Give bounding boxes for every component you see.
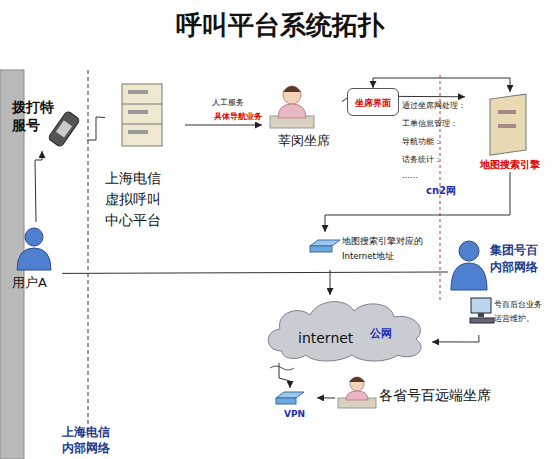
annotation-label: 上海电信 内部网络 xyxy=(62,424,120,456)
annotation-label: 具体导航业务 xyxy=(214,111,284,122)
connector xyxy=(35,151,42,222)
cloud-outline xyxy=(268,302,421,361)
annotation-label: 通过坐席网处理： xyxy=(402,100,472,111)
node-text: 地图搜索引擎对应的 Internet地址 xyxy=(342,234,420,264)
switch-icon xyxy=(310,240,340,252)
node-text: 莘闵坐席 xyxy=(278,132,342,149)
node-text: 集团号百 内部网络 xyxy=(490,242,548,276)
agent-icon xyxy=(270,86,314,128)
node-text: 公网 xyxy=(370,327,410,341)
vpn-node: VPN xyxy=(272,388,317,422)
computer-node: 号百后台业务 运营维护。 xyxy=(468,295,558,335)
platform-node: 上海电信 虚拟呼叫 中心平台 xyxy=(105,80,185,230)
diagram-title: 呼叫平台系统拓扑 xyxy=(0,8,560,43)
annotation-label: 话务统计： xyxy=(402,154,472,165)
node-text: internet xyxy=(298,329,368,347)
wave-mark xyxy=(270,366,294,370)
person-icon xyxy=(451,241,487,290)
connector xyxy=(62,272,448,273)
connector xyxy=(432,335,479,342)
user-node: 用户A xyxy=(10,222,62,294)
connector xyxy=(185,125,262,126)
annotation-label: 工单信息管理： xyxy=(402,118,472,129)
agent-node: 莘闵坐席 xyxy=(262,80,342,152)
node-text: 坐席界面 xyxy=(348,97,398,109)
cloud-shape xyxy=(262,295,432,363)
node-text: 地图搜索引擎 xyxy=(465,158,555,171)
node-text: 上海电信 虚拟呼叫 中心平台 xyxy=(105,168,167,231)
group-network-node: 集团号百 内部网络 xyxy=(448,238,553,293)
node-text: 用户A xyxy=(12,274,62,291)
switch-icon xyxy=(276,392,304,404)
switch-node: 地图搜索引擎对应的 Internet地址 xyxy=(308,232,418,270)
connector xyxy=(325,172,510,232)
connector xyxy=(87,117,105,140)
connector xyxy=(399,96,465,97)
person-icon xyxy=(17,228,51,270)
connector xyxy=(317,397,335,398)
edge-label: 人工服务 xyxy=(212,97,244,108)
boundary-line xyxy=(88,70,89,455)
screen-box: 坐席界面 xyxy=(347,88,399,116)
annotation-label: cn2网 xyxy=(426,184,466,198)
internet-cloud: internet公网 xyxy=(262,295,432,363)
phone-node: 拨打特服号 xyxy=(12,96,87,151)
annotation-label: 导航功能： xyxy=(402,136,472,147)
remote-agent-node: 各省号百远端坐席 xyxy=(335,378,510,410)
connector xyxy=(330,270,331,295)
annotation-label: …… xyxy=(402,170,442,181)
agent-icon xyxy=(338,377,376,408)
computer-icon xyxy=(470,298,494,323)
connector xyxy=(279,363,290,388)
phone-icon xyxy=(48,110,81,147)
search-engine-node: 地图搜索引擎 xyxy=(465,92,555,172)
server-icon xyxy=(490,94,526,155)
node-text: 号百后台业务 运营维护。 xyxy=(494,298,556,326)
node-text: VPN xyxy=(284,408,316,420)
node-text: 各省号百远端坐席 xyxy=(379,386,509,404)
server-icon xyxy=(122,84,162,146)
node-text: 拨打特服号 xyxy=(12,98,58,134)
